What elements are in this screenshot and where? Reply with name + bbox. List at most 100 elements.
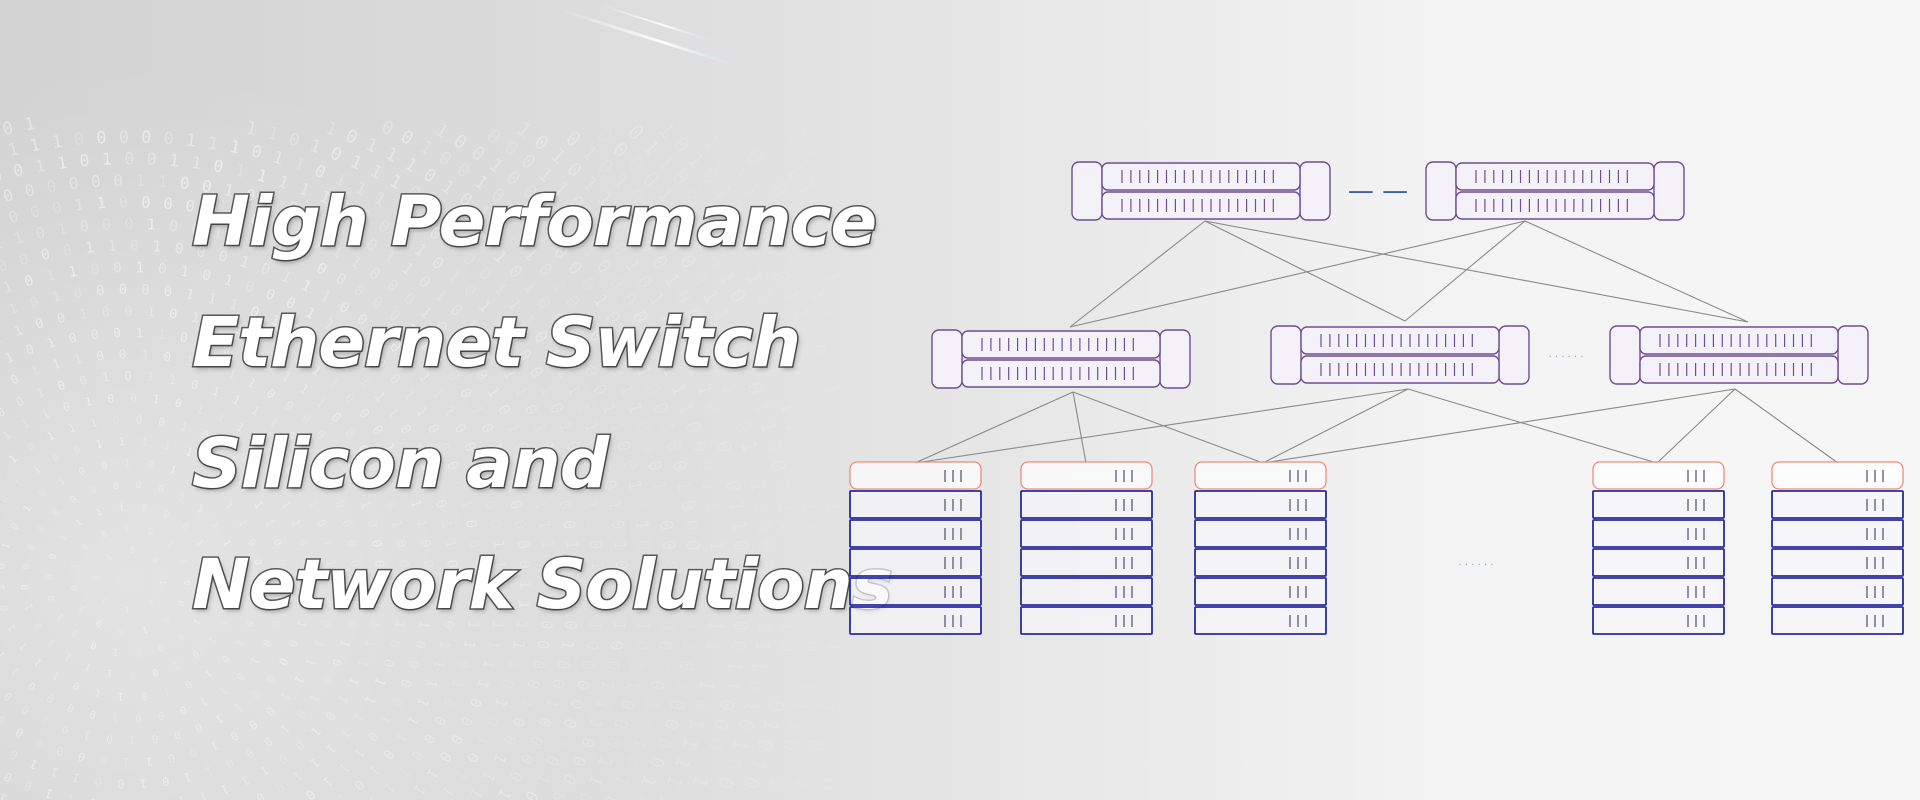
core-spine-link [1524, 220, 1749, 323]
binary-digit: 0 [33, 621, 46, 632]
binary-digit: 0 [369, 538, 385, 548]
binary-digit: 0 [163, 349, 173, 365]
binary-digit: 0 [729, 539, 752, 552]
binary-digit: 0 [81, 543, 92, 553]
core-spine-link [1069, 220, 1526, 328]
binary-digit: 0 [443, 559, 460, 568]
binary-digit: 1 [299, 600, 313, 608]
binary-digit: 0 [229, 580, 240, 586]
server-unit [1194, 577, 1327, 606]
binary-digit: 1 [125, 604, 130, 614]
binary-digit: 1 [362, 638, 378, 649]
binary-digit: 1 [50, 131, 63, 152]
binary-digit: 0 [8, 521, 22, 532]
binary-digit: 1 [334, 790, 351, 800]
binary-digit: 0 [555, 498, 576, 511]
switch-ear [1299, 161, 1331, 221]
binary-digit: 1 [58, 533, 70, 544]
binary-digit: 0 [682, 600, 703, 612]
binary-digit: 0 [88, 795, 98, 800]
binary-digit: 0 [48, 552, 60, 561]
binary-digit: 1 [123, 755, 130, 769]
binary-digit: 0 [578, 659, 599, 672]
binary-digit: 0 [161, 509, 171, 522]
binary-digit: 1 [437, 518, 454, 529]
binary-digit: 1 [792, 678, 818, 694]
binary-digit: 1 [66, 421, 77, 436]
binary-digit: 1 [457, 498, 475, 510]
binary-digit: 0 [548, 677, 569, 691]
binary-digit: 0 [465, 539, 482, 549]
binary-digit: 0 [119, 193, 129, 211]
spine-leaf-link [1072, 391, 1264, 464]
server-unit [1592, 519, 1725, 548]
binary-digit: 0 [420, 580, 435, 588]
binary-digit: 1 [124, 524, 130, 535]
binary-digit: 0 [190, 219, 202, 238]
binary-digit: 0 [67, 331, 78, 347]
binary-digit: 0 [417, 538, 433, 548]
binary-digit: 1 [146, 370, 154, 384]
binary-digit: 0 [752, 736, 777, 754]
binary-digit: 0 [26, 542, 38, 551]
binary-digit: 1 [626, 658, 648, 672]
binary-digit: 0 [705, 792, 731, 800]
server-rack-5 [1771, 461, 1904, 635]
binary-digit: 0 [179, 330, 189, 346]
binary-digit: 0 [634, 600, 654, 611]
binary-digit: 1 [182, 769, 193, 784]
binary-digit: 0 [440, 619, 457, 629]
binary-digit: 0 [275, 558, 289, 566]
binary-digit: 0 [124, 215, 133, 233]
switch-port-row [961, 330, 1161, 359]
binary-digit: 0 [119, 127, 129, 147]
binary-digit: 0 [89, 639, 99, 652]
binary-digit: 1 [441, 539, 458, 549]
server-unit [1592, 490, 1725, 519]
binary-digit: 1 [198, 788, 210, 800]
binary-digit: 0 [753, 539, 777, 552]
switch-port-row [1300, 355, 1500, 384]
server-unit [849, 606, 982, 635]
binary-digit: 0 [608, 518, 629, 531]
binary-digit: 0 [68, 173, 80, 193]
binary-digit: 0 [79, 217, 90, 236]
binary-digit: 0 [373, 580, 388, 588]
headline-line-1: High Performance [191, 181, 879, 264]
binary-digit: 1 [82, 728, 92, 742]
binary-digit: 1 [65, 791, 76, 800]
binary-digit: 1 [171, 658, 181, 671]
spine-leaf-link [1656, 388, 1736, 464]
binary-digit: 0 [396, 580, 411, 588]
binary-digit: 1 [670, 678, 693, 693]
binary-digit: 0 [645, 678, 667, 693]
binary-digit: 0 [582, 639, 602, 651]
binary-digit: 0 [537, 619, 556, 630]
network-nodes [849, 161, 1904, 635]
binary-digit: 0 [181, 580, 191, 585]
binary-digit: 0 [160, 614, 171, 625]
binary-digit: 1 [725, 499, 748, 513]
server-unit [1592, 577, 1725, 606]
binary-digit: 1 [491, 559, 508, 569]
binary-digit: 0 [130, 546, 135, 556]
server-unit [1592, 606, 1725, 635]
binary-digit: 1 [184, 353, 195, 369]
binary-digit: 1 [141, 347, 149, 362]
binary-digit: 1 [803, 580, 827, 592]
binary-digit: 1 [152, 392, 160, 407]
binary-digit: 0 [600, 478, 622, 492]
binary-digit: 1 [705, 619, 727, 632]
binary-digit: 0 [225, 599, 237, 607]
binary-digit: 1 [648, 478, 670, 493]
binary-digit: 0 [526, 478, 546, 492]
binary-digit: 1 [50, 669, 62, 682]
binary-digit: 1 [585, 619, 605, 630]
binary-digit: 1 [28, 134, 42, 156]
binary-digit: 0 [107, 391, 115, 406]
binary-digit: 0 [643, 458, 665, 473]
binary-digit: 0 [773, 498, 797, 513]
binary-digit: 1 [516, 580, 534, 589]
binary-digit: 0 [687, 439, 710, 455]
binary-digit: 1 [84, 660, 94, 672]
